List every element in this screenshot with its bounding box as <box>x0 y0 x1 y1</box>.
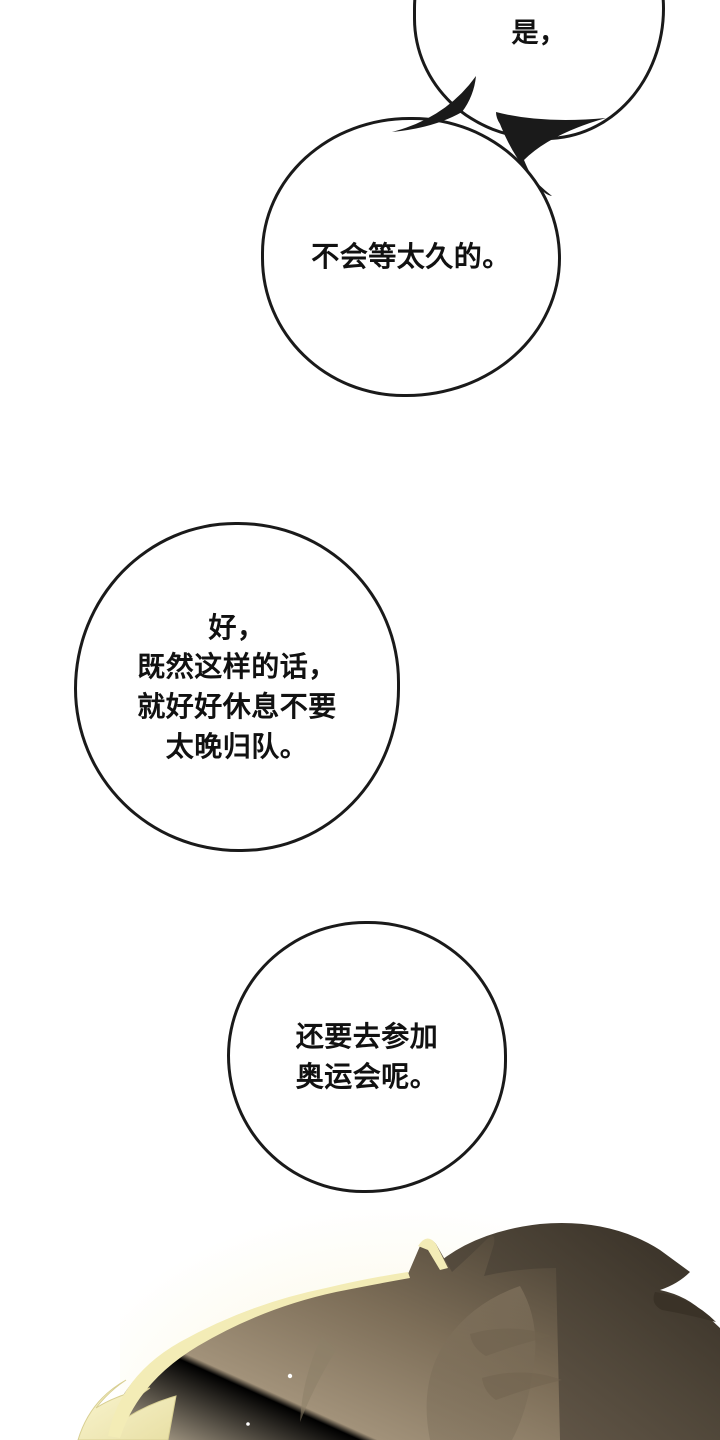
hair-strand-3 <box>300 1336 336 1422</box>
sparkle-2 <box>246 1422 250 1426</box>
hair-tuft-highlight-1 <box>418 1238 448 1270</box>
speech-bubble-1-text: 是， <box>511 18 567 49</box>
character-artwork <box>0 1210 720 1440</box>
speech-bubble-3: 好， 既然这样的话， 就好好休息不要 太晚归队。 <box>74 522 400 852</box>
speech-bubble-4-text: 还要去参加 奥运会呢。 <box>295 1021 439 1092</box>
speech-bubble-3-text: 好， 既然这样的话， 就好好休息不要 太晚归队。 <box>137 611 337 762</box>
hair-strand-2 <box>482 1372 562 1400</box>
speech-bubble-2: 不会等太久的。 <box>261 117 561 397</box>
hair-spike-right <box>653 1292 716 1322</box>
character-head-svg <box>77 1223 720 1440</box>
hair-shading-1 <box>426 1286 536 1440</box>
speech-bubble-2-text: 不会等太久的。 <box>311 241 511 273</box>
hair-strand-1 <box>470 1328 552 1356</box>
speech-bubble-4: 还要去参加 奥运会呢。 <box>227 921 507 1193</box>
hair-rim-light <box>108 1272 410 1438</box>
sparkle-1 <box>287 1373 293 1379</box>
